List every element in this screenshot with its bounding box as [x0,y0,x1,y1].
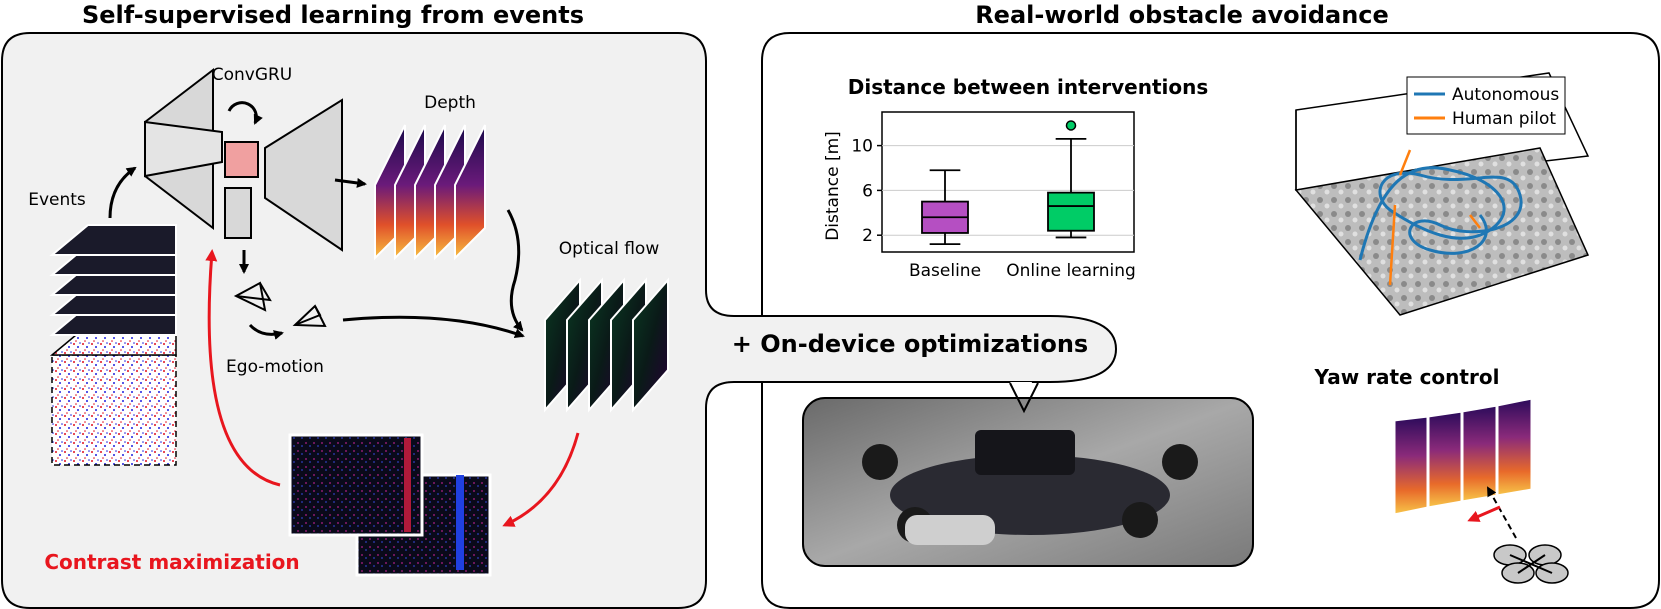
legend-autonomous-label: Autonomous [1452,85,1559,105]
optical-flow-frames [544,277,669,413]
pose-head [224,187,252,239]
legend-human-label: Human pilot [1452,109,1556,129]
x-tick-label: Baseline [909,261,981,281]
depth-frames [374,124,486,261]
y-tick-label: 6 [862,181,873,201]
warped-edge-front [404,438,411,532]
encoder [144,67,223,231]
callout-tail [1010,382,1032,410]
yaw-depth-frames [1392,396,1534,517]
warped-edge-back [456,475,464,570]
warped-events-front [288,433,424,537]
trajectory-legend: Autonomous Human pilot [1406,76,1566,135]
convgru-label: ConvGRU [212,65,293,85]
drone-icon [1493,544,1569,584]
y-tick-label: 10 [851,137,873,157]
ego-motion-label: Ego-motion [226,357,324,377]
recurrence-arrow [227,101,263,125]
yaw-command-arrow [1467,505,1501,522]
plot-area [881,111,1135,253]
boxplot-chart: Distance between interventions Distance … [823,75,1208,281]
contrast-maximization-label: Contrast maximization [44,550,299,574]
autonomous-trajectory [1358,166,1523,261]
depth-to-flow-arrow [506,209,524,332]
chart-title: Distance between interventions [848,75,1209,99]
decoder-to-depth-arrow [334,177,367,188]
human-pilot-segments [1388,149,1481,286]
outlier-point [1065,120,1077,131]
box-online-learning [1047,191,1095,232]
flow-to-contrast-arrow [502,432,580,527]
right-panel [761,32,1660,609]
events-to-encoder-arrow [108,166,137,219]
y-axis-label: Distance [m] [823,131,843,241]
event-stack [49,224,177,466]
callout-text: + On-device optimizations [732,330,1088,358]
yaw-title: Yaw rate control [1314,365,1500,389]
x-tick-label: Online learning [1006,261,1136,281]
decoder [264,98,343,252]
ego-motion-arrow [248,323,284,340]
ego-to-flow-arrow [342,315,525,339]
contrast-feedback-arrow [205,249,281,487]
optical-flow-label: Optical flow [559,239,660,259]
ego-motion-cameras [233,281,327,328]
convgru-cell [224,141,259,178]
right-panel-edge [761,32,791,316]
trajectory-plot: Autonomous Human pilot [1294,72,1590,316]
depth-label: Depth [424,93,476,113]
events-label: Events [28,190,86,210]
right-panel-title: Real-world obstacle avoidance [975,1,1389,29]
drone-photo [802,382,1254,567]
y-tick-label: 2 [862,226,873,246]
left-panel-title: Self-supervised learning from events [82,1,584,29]
